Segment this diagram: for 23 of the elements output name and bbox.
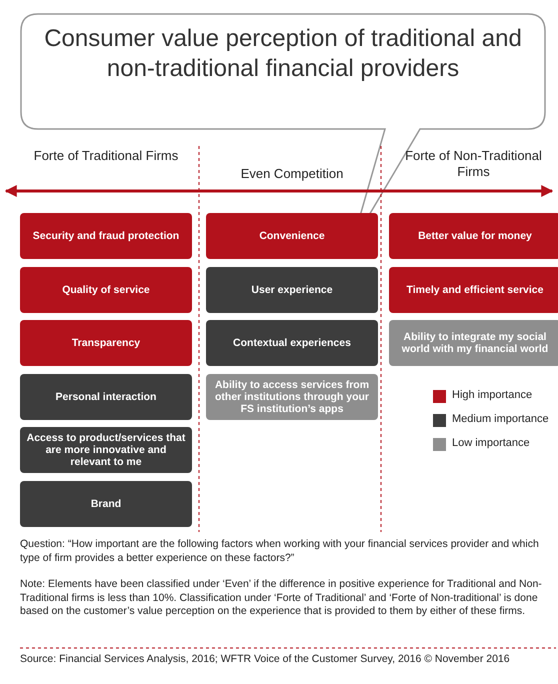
factor-box: Convenience (206, 213, 378, 259)
legend-label: Low importance (452, 437, 530, 449)
legend-label: Medium importance (452, 413, 549, 425)
factor-box: Brand (20, 481, 192, 527)
factor-box: Timely and efficient service (389, 267, 558, 313)
factor-box: Better value for money (389, 213, 558, 259)
column-heading: Forte of Traditional Firms (32, 148, 180, 164)
title: Consumer value perception of traditional and non-traditional financial providers (43, 24, 523, 84)
factor-box: Access to product/services that are more innovative and relevant to me (20, 427, 192, 473)
factor-box: Security and fraud protection (20, 213, 192, 259)
factor-box: User experience (206, 267, 378, 313)
factor-box: Personal interaction (20, 374, 192, 420)
factor-box: Quality of service (20, 267, 192, 313)
column-heading: Even Competition (240, 166, 344, 182)
legend-label: High importance (452, 389, 532, 401)
factor-box: Transparency (20, 320, 192, 366)
source-text: Source: Financial Services Analysis, 2016; WFTR Voice of the Customer Survey, 2016 © November 2016 (20, 653, 511, 667)
factor-box: Ability to access services from other institutions through your FS institution’s apps (206, 374, 378, 420)
question-text: Question: “How important are the following factors when working with your financial services provider and which type of firm provides a better experience on these factors?” (20, 538, 540, 566)
column-heading: Forte of Non-Traditional Firms (404, 148, 543, 180)
factor-box: Ability to integrate my social world with my financial world (389, 320, 558, 366)
factor-box: Contextual experiences (206, 320, 378, 366)
note-text: Note: Elements have been classified under ‘Even’ if the difference in positive experience for Traditional and Non-Traditional firms is less than 10%. Classification under ‘Forte of Traditional’ and ‘Forte of Non-traditional’ is done based on the customer’s value perception on the experience that is provided to them by either of these firms. (20, 578, 543, 619)
